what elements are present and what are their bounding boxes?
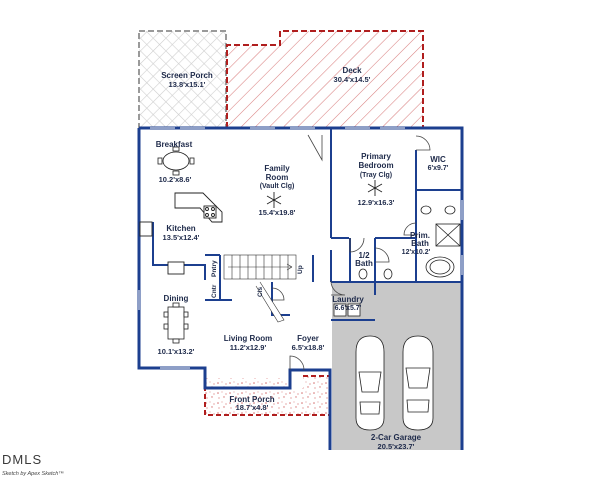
family-room-label-1: Family — [264, 164, 290, 173]
deck-label: Deck — [342, 66, 362, 75]
breakfast-table — [157, 146, 195, 176]
car-left — [355, 335, 385, 431]
primary-bedroom-label-1: Primary — [361, 152, 391, 161]
ceiling-fan-family — [266, 192, 282, 208]
prim-bath-dims: 12'x10.2' — [402, 249, 431, 256]
front-porch-label: Front Porch — [229, 395, 274, 404]
cls-label: Cls — [257, 287, 264, 298]
pntry-label: Pntry — [211, 260, 218, 277]
screen-porch-area — [138, 30, 227, 129]
primary-bedroom-dims: 12.9'x16.3' — [358, 198, 395, 207]
foyer-label: Foyer — [297, 334, 319, 343]
sketch-credit: Sketch by Apex Sketch™ — [2, 471, 64, 477]
kitchen-label: Kitchen — [166, 224, 195, 233]
half-bath-label-1: 1/2 — [358, 251, 370, 260]
mls-watermark: DMLS — [2, 452, 43, 467]
stairs — [223, 254, 297, 323]
screen-porch-dims: 13.8'x15.1' — [169, 80, 206, 89]
breakfast-label: Breakfast — [156, 140, 193, 149]
exterior-walls — [137, 126, 464, 450]
car-right — [402, 335, 434, 431]
laundry-dims: 6.6'x5.7' — [335, 305, 362, 312]
primary-bedroom-note: (Tray Clg) — [360, 172, 392, 179]
primary-bedroom-label-2: Bedroom — [358, 161, 393, 170]
ceiling-fan-primary — [367, 180, 383, 196]
door-swings — [271, 134, 431, 371]
family-room-label-2: Room — [266, 173, 289, 182]
family-room-dims: 15.4'x19.8' — [259, 208, 296, 217]
wic-label: WIC — [430, 155, 446, 164]
windows — [138, 127, 463, 369]
kitchen-dims: 13.5'x12.4' — [163, 233, 200, 242]
living-room-label: Living Room — [224, 334, 272, 343]
prim-bath-label-2: Bath — [411, 239, 429, 248]
prim-bath-label-1: Prim. — [410, 231, 430, 240]
deck-dims: 30.4'x14.5' — [334, 75, 371, 84]
laundry-label: Laundry — [332, 295, 364, 304]
half-bath-label-2: Bath — [355, 259, 373, 268]
cntr-label: Cntr — [211, 284, 218, 298]
front-porch-dims: 18.7'x4.8' — [236, 403, 269, 412]
dining-table — [163, 302, 189, 344]
dining-dims: 10.1'x13.2' — [158, 347, 195, 356]
up-label: Up — [297, 265, 304, 274]
labels: Screen Porch 13.8'x15.1' Deck 30.4'x14.5… — [156, 66, 449, 450]
bath-fixtures — [333, 205, 461, 317]
dining-label: Dining — [164, 294, 189, 303]
garage-label: 2-Car Garage — [371, 433, 422, 442]
foyer-dims: 6.5'x18.8' — [292, 343, 325, 352]
floor-plan-drawing: Screen Porch 13.8'x15.1' Deck 30.4'x14.5… — [137, 30, 464, 450]
deck-area — [226, 30, 424, 129]
breakfast-dims: 10.2'x8.6' — [159, 175, 192, 184]
kitchen-island — [139, 192, 223, 275]
wic-dims: 6'x9.7' — [428, 165, 449, 172]
garage-dims: 20.5'x23.7' — [378, 442, 415, 450]
family-room-note: (Vault Clg) — [260, 183, 295, 190]
screen-porch-label: Screen Porch — [161, 71, 213, 80]
front-porch-area — [204, 370, 331, 416]
living-room-dims: 11.2'x12.9' — [230, 343, 267, 352]
